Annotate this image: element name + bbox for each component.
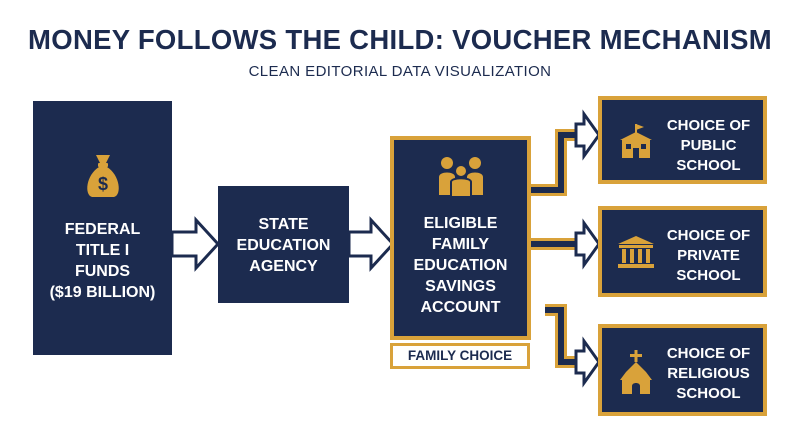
- page-subtitle: CLEAN EDITORIAL DATA VISUALIZATION: [248, 63, 552, 80]
- religious-school-icon: [620, 350, 652, 394]
- state-agency-label: STATE EDUCATION AGENCY: [236, 216, 331, 275]
- choice-public-label: CHOICE OF PUBLIC SCHOOL: [666, 117, 751, 174]
- family-icon: [439, 157, 483, 198]
- choice-private-label: CHOICE OF PRIVATE SCHOOL: [666, 227, 751, 284]
- family-esa-label: ELIGIBLE FAMILY EDUCATION SAVINGS ACCOUN…: [413, 215, 508, 316]
- family-esa-box: ELIGIBLE FAMILY EDUCATION SAVINGS ACCOUN…: [390, 136, 531, 340]
- private-school-icon: [618, 236, 654, 268]
- page-title: MONEY FOLLOWS THE CHILD: VOUCHER MECHANI…: [28, 24, 772, 55]
- choice-private-box: CHOICE OF PRIVATE SCHOOL: [598, 206, 767, 297]
- money-bag-icon: $: [87, 155, 119, 197]
- svg-text:$: $: [98, 174, 108, 194]
- choice-public-box: CHOICE OF PUBLIC SCHOOL: [598, 96, 767, 184]
- federal-funds-box: $ FEDERAL TITLE I FUNDS ($19 BILLION): [33, 101, 172, 355]
- family-choice-tag: FAMILY CHOICE: [390, 343, 530, 369]
- arrow-state-to-family: [347, 216, 396, 272]
- choice-religious-box: CHOICE OF RELIGIOUS SCHOOL: [598, 324, 767, 416]
- arrowhead-public: [574, 109, 601, 161]
- choice-religious-label: CHOICE OF RELIGIOUS SCHOOL: [666, 345, 751, 402]
- arrowhead-religious: [574, 336, 601, 388]
- arrowhead-private: [574, 218, 601, 270]
- state-agency-box: STATE EDUCATION AGENCY: [218, 186, 349, 303]
- federal-funds-label: FEDERAL TITLE I FUNDS ($19 BILLION): [49, 221, 156, 301]
- branch-to-public: [531, 129, 578, 196]
- public-school-icon: [620, 124, 652, 158]
- arrow-federal-to-state: [170, 216, 221, 272]
